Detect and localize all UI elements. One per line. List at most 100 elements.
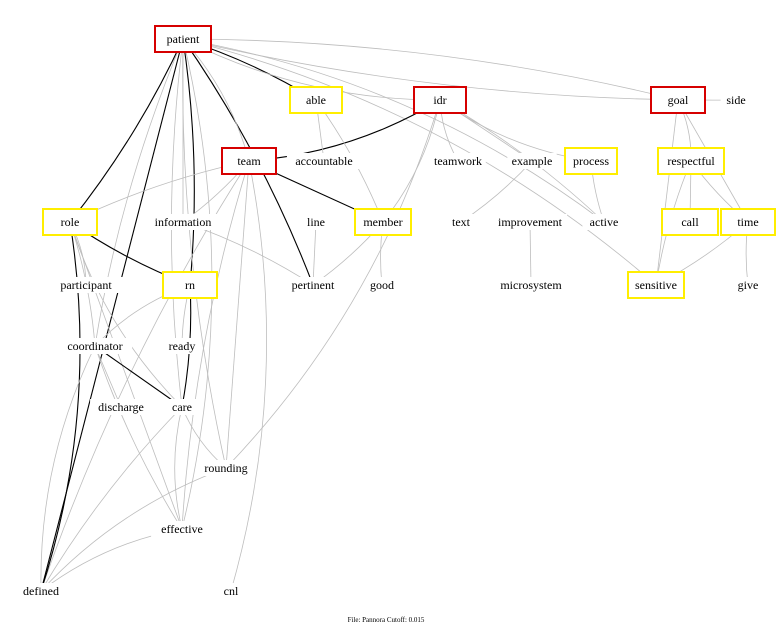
node-label-effective: effective (161, 522, 203, 536)
node-able: able (289, 86, 343, 114)
edge-role-care (69, 221, 183, 408)
node-member: member (354, 208, 412, 236)
node-halo-active (582, 214, 626, 230)
edge-role-effective (69, 221, 183, 530)
node-box-member (354, 208, 412, 236)
node-label-improvement: improvement (498, 215, 563, 229)
node-improvement: improvement (492, 214, 568, 230)
node-box-patient (154, 25, 212, 53)
node-label-participant: participant (60, 278, 112, 292)
edge-care-defined (40, 406, 183, 592)
node-sensitive: sensitive (627, 271, 685, 299)
node-label-team: team (237, 154, 261, 168)
node-discharge: discharge (90, 399, 152, 415)
edge-patient-rounding (182, 38, 227, 469)
node-halo-effective (151, 521, 213, 537)
node-side: side (720, 92, 752, 108)
node-box-sensitive (627, 271, 685, 299)
node-idr: idr (413, 86, 467, 114)
node-microsystem: microsystem (493, 277, 569, 293)
node-box-able (289, 86, 343, 114)
node-label-respectful: respectful (667, 154, 715, 168)
node-good: good (366, 277, 398, 293)
node-halo-improvement (492, 214, 568, 230)
node-effective: effective (151, 521, 213, 537)
node-participant: participant (48, 277, 124, 293)
node-halo-participant (48, 277, 124, 293)
node-call: call (661, 208, 719, 236)
node-halo-microsystem (493, 277, 569, 293)
node-box-call (661, 208, 719, 236)
node-line: line (300, 214, 332, 230)
node-label-example: example (512, 154, 553, 168)
node-time: time (720, 208, 776, 236)
node-label-active: active (590, 215, 619, 229)
node-label-process: process (573, 154, 609, 168)
node-halo-text (445, 214, 477, 230)
node-label-rounding: rounding (204, 461, 247, 475)
node-halo-defined (16, 583, 66, 599)
node-label-sensitive: sensitive (635, 278, 677, 292)
node-halo-good (366, 277, 398, 293)
node-care: care (166, 399, 198, 415)
node-halo-line (300, 214, 332, 230)
edge-team-cnl (230, 160, 267, 592)
node-box-rn (162, 271, 218, 299)
edge-line-pertinent (312, 221, 317, 286)
node-label-ready: ready (169, 339, 196, 353)
node-halo-information (145, 214, 221, 230)
node-halo-teamwork (430, 153, 486, 169)
edge-team-effective (181, 160, 250, 530)
edge-patient-goal (182, 38, 679, 101)
edge-idr-team (248, 99, 441, 162)
node-label-teamwork: teamwork (434, 154, 482, 168)
node-halo-example (507, 153, 557, 169)
edge-patient-active (182, 38, 605, 223)
edge-improvement-microsystem (529, 221, 532, 286)
node-label-cnl: cnl (224, 584, 239, 598)
edge-example-text (460, 160, 533, 223)
node-halo-pertinent (282, 277, 344, 293)
node-halo-ready (163, 338, 201, 354)
node-box-process (564, 147, 618, 175)
node-label-rn: rn (185, 278, 195, 292)
node-team: team (221, 147, 277, 175)
node-label-information: information (155, 215, 212, 229)
node-label-side: side (726, 93, 745, 107)
edge-effective-defined (40, 528, 183, 592)
node-layer: patient able idr goal side team accountable tea… (16, 25, 776, 599)
node-label-accountable: accountable (295, 154, 352, 168)
node-label-pertinent: pertinent (292, 278, 335, 292)
node-label-good: good (370, 278, 394, 292)
node-label-microsystem: microsystem (500, 278, 562, 292)
node-rn: rn (162, 271, 218, 299)
node-rounding: rounding (198, 460, 254, 476)
edge-care-effective (174, 406, 183, 530)
node-active: active (582, 214, 626, 230)
node-halo-cnl (218, 583, 244, 599)
node-accountable: accountable (286, 153, 362, 169)
node-halo-care (166, 399, 198, 415)
node-box-idr (413, 86, 467, 114)
node-box-respectful (657, 147, 725, 175)
node-give: give (732, 277, 764, 293)
node-box-role (42, 208, 98, 236)
node-box-time (720, 208, 776, 236)
node-halo-accountable (286, 153, 362, 169)
node-label-member: member (363, 215, 402, 229)
node-goal: goal (650, 86, 706, 114)
edge-patient-role (69, 38, 184, 223)
edge-patient-idr (182, 38, 441, 101)
node-label-call: call (681, 215, 699, 229)
edge-idr-rounding (225, 99, 441, 469)
edge-goal-sensitive (655, 99, 679, 286)
node-label-goal: goal (668, 93, 689, 107)
node-cnl: cnl (218, 583, 244, 599)
footer-caption: File: Pannora Cutoff: 0.015 (348, 616, 425, 624)
node-label-text: text (452, 215, 471, 229)
node-patient: patient (154, 25, 212, 53)
node-halo-discharge (90, 399, 152, 415)
edge-layer (40, 38, 749, 592)
node-pertinent: pertinent (282, 277, 344, 293)
node-halo-rounding (198, 460, 254, 476)
